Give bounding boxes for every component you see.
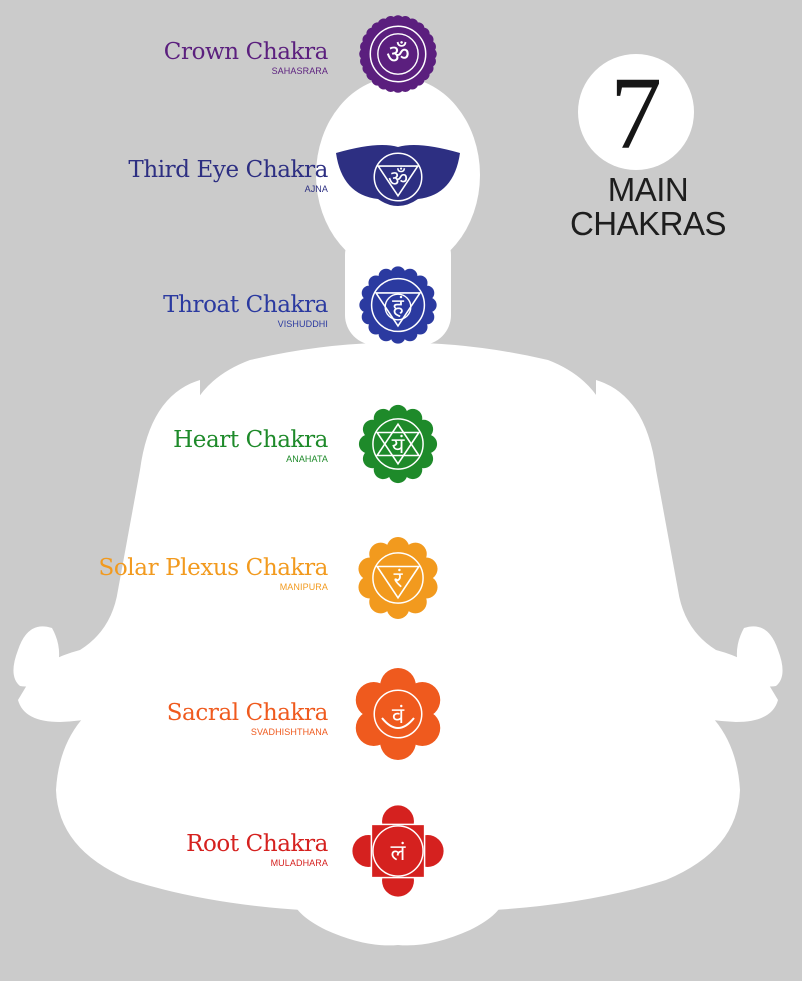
chakra-symbol-solar: रं: [358, 537, 438, 619]
chakra-label-crown: Crown Chakra SAHASRARA: [163, 39, 329, 77]
chakra-sanskrit: SVADHISHTHANA: [250, 727, 328, 737]
chakra-label-throat: Throat Chakra VISHUDDHI: [163, 292, 328, 330]
badge-line-chakras: CHAKRAS: [569, 205, 727, 242]
count-badge-circle: [578, 54, 694, 170]
chakra-inner-ring: [373, 689, 423, 739]
chakra-seed-syllable: हं: [392, 295, 404, 320]
chakra-symbol-heart: यं: [358, 404, 438, 484]
badge-line-main: MAIN: [607, 171, 689, 208]
chakra-seed-syllable: रं: [394, 568, 404, 593]
chakra-inner-circle: [377, 33, 419, 75]
chakra-sanskrit: ANAHATA: [286, 454, 328, 464]
chakra-symbol-root: लं: [352, 805, 444, 897]
chakra-sanskrit: MULADHARA: [270, 858, 328, 868]
chakra-petal: [390, 328, 406, 344]
chakra-triangle: [374, 292, 422, 328]
chakra-inner-ring: [372, 552, 424, 604]
chakra-inner-ring: [372, 825, 424, 877]
chakra-label-sacral: Sacral Chakra SVADHISHTHANA: [166, 700, 329, 738]
chakra-name: Crown Chakra: [163, 39, 329, 65]
chakra-name: Solar Plexus Chakra: [98, 555, 329, 581]
chakra-sanskrit: MANIPURA: [279, 582, 328, 592]
chakra-symbol-crown: ॐ: [359, 15, 437, 93]
chakra-petal: [390, 266, 406, 282]
chakra-label-heart: Heart Chakra ANAHATA: [173, 427, 328, 465]
chakra-seed-syllable: ॐ: [388, 167, 408, 192]
chakra-crescent: [381, 717, 415, 729]
chakra-name: Third Eye Chakra: [128, 157, 328, 183]
chakra-triangle: [375, 431, 421, 466]
chakra-name: Root Chakra: [186, 831, 328, 857]
chakra-triangle: [375, 565, 421, 600]
chakra-inner-ring: [372, 418, 424, 470]
chakra-label-third-eye: Third Eye Chakra AJNA: [128, 157, 328, 195]
chakra-seed-syllable: यं: [392, 434, 406, 459]
chakra-name: Throat Chakra: [163, 292, 328, 318]
chakra-symbol-eye: ॐ: [336, 145, 460, 206]
chakra-petal: [359, 297, 375, 313]
chakra-name: Heart Chakra: [173, 427, 328, 453]
chakra-sanskrit: SAHASRARA: [271, 66, 328, 76]
chakra-label-root: Root Chakra MULADHARA: [186, 831, 328, 869]
meditating-silhouette: [13, 77, 783, 946]
chakra-seed-syllable: ॐ: [386, 40, 410, 70]
chakra-count: 7: [610, 56, 662, 171]
chakra-petal: [421, 297, 437, 313]
chakra-seed-syllable: वं: [392, 704, 405, 729]
chakra-sanskrit: VISHUDDHI: [277, 319, 328, 329]
chakra-name: Sacral Chakra: [166, 700, 329, 726]
chakra-label-solar-plexus: Solar Plexus Chakra MANIPURA: [99, 555, 329, 593]
chakra-inner-circle: [384, 293, 412, 321]
chakra-triangle: [376, 165, 420, 198]
chakra-symbol-throat: हं: [359, 266, 437, 344]
chakra-triangle-up: [375, 422, 421, 457]
chakra-inner-ring: [370, 277, 426, 333]
chakra-petal: [384, 16, 397, 29]
chakra-inner-ring: [373, 152, 423, 202]
chakra-sanskrit: AJNA: [304, 184, 328, 194]
chakra-seed-syllable: लं: [391, 841, 407, 866]
chakra-symbol-sacral: वं: [355, 668, 441, 760]
